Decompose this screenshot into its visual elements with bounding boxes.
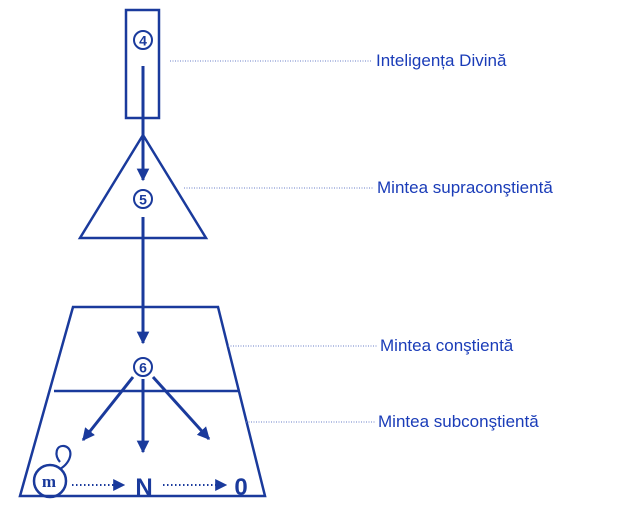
mind-trapezoid (18, 305, 267, 498)
arrow-6-left (81, 376, 135, 441)
marker-5-circle (133, 189, 153, 209)
marker-4: 4 (139, 33, 147, 49)
m-symbol-icon: m (32, 444, 72, 499)
marker-5: 5 (139, 192, 147, 208)
m-symbol-letter: m (42, 472, 56, 491)
label-divine-intelligence: Inteligența Divină (376, 51, 507, 70)
marker-6: 6 (139, 360, 147, 376)
label-conscious-mind: Mintea conştientă (380, 336, 514, 355)
marker-4-circle (133, 30, 153, 50)
marker-6-circle (133, 357, 153, 377)
zero-label: 0 (234, 474, 247, 501)
label-subconscious-mind: Mintea subconştientă (378, 412, 539, 431)
label-supraconscious-mind: Mintea supraconştientă (377, 178, 553, 197)
n-label: N (135, 474, 152, 501)
arrow-6-right (151, 375, 211, 441)
